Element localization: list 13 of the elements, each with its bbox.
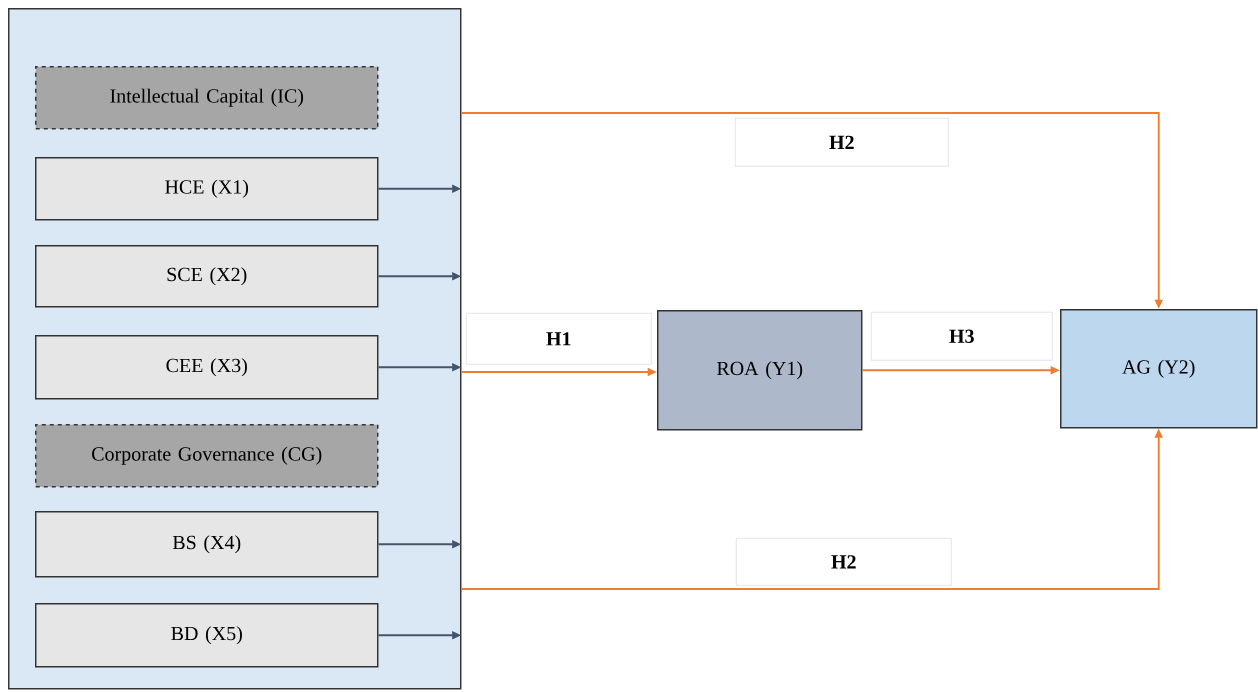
edge-label: H1 [466,313,652,365]
variable-box: BS (X4) [35,511,379,578]
variable-box: BD (X5) [35,603,379,668]
category-box: Corporate Governance (CG) [35,424,379,488]
variable-box: CEE (X3) [35,335,379,400]
edge-label: H2 [736,538,952,586]
variable-box: HCE (X1) [35,157,379,221]
category-box: Intellectual Capital (IC) [35,66,379,130]
variable-box: AG (Y2) [1060,309,1258,429]
variable-box: SCE (X2) [35,245,379,308]
edge-label: H2 [735,118,949,167]
edge-label: H3 [871,312,1053,361]
variable-box: ROA (Y1) [657,310,863,431]
